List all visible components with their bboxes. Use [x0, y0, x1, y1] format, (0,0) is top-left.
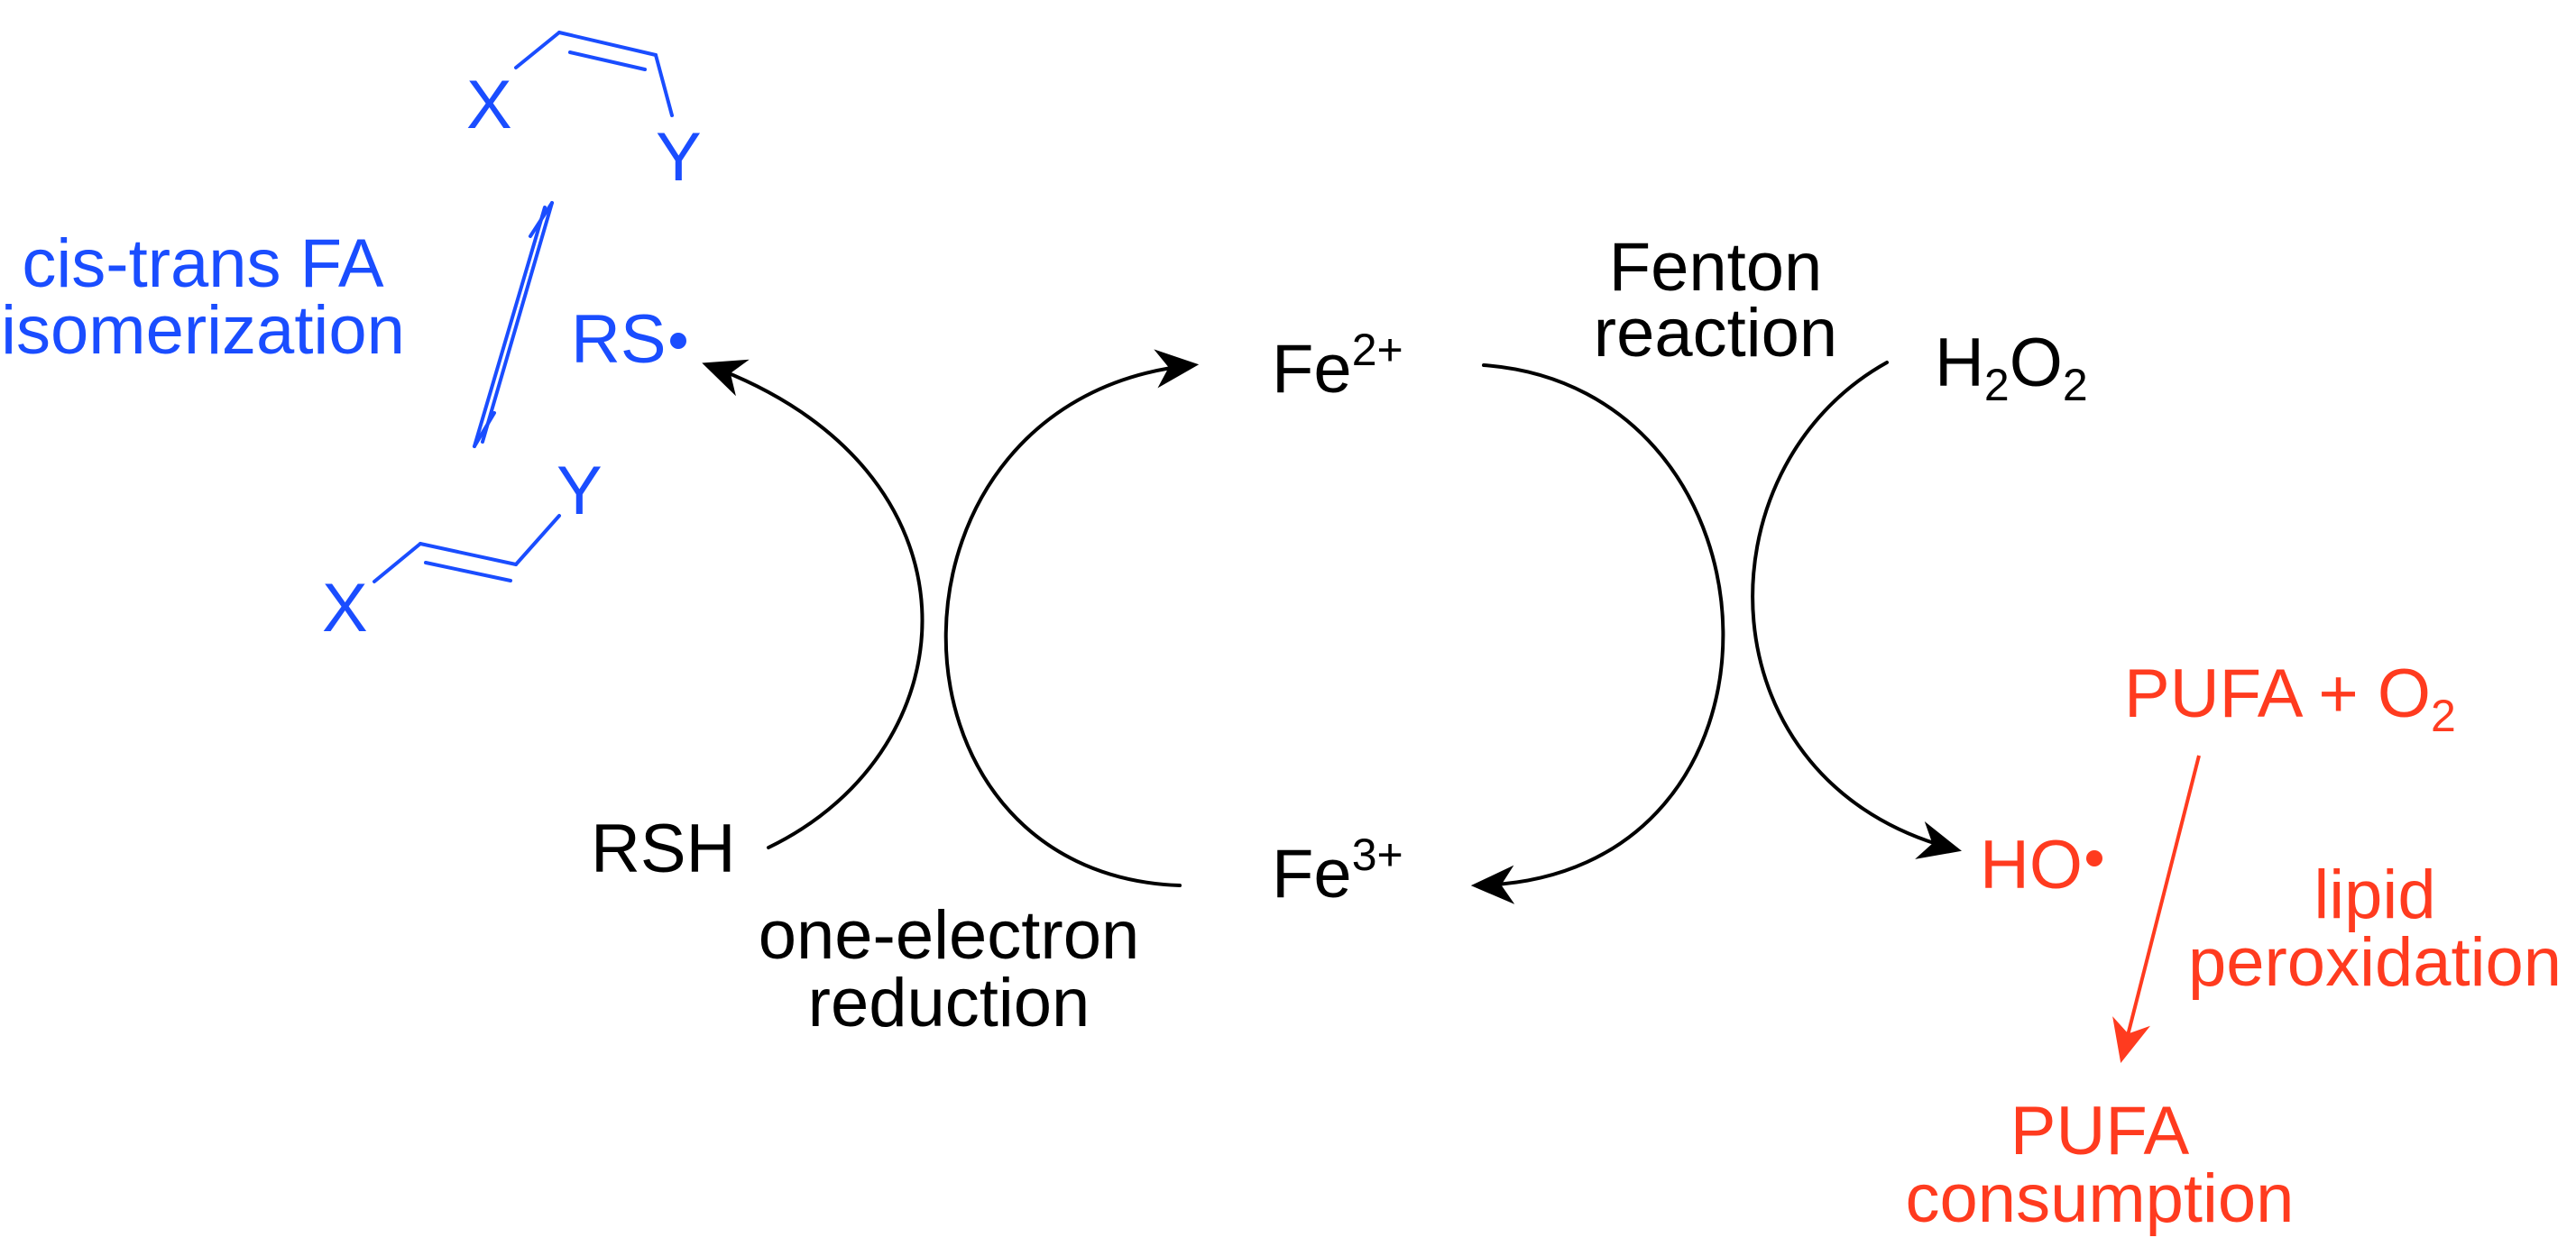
- fenton-label-line2: reaction: [1594, 295, 1837, 371]
- ho-radical-dot: [2086, 850, 2102, 866]
- rs-radical-label: RS: [571, 301, 667, 378]
- rsh-label: RSH: [591, 811, 735, 887]
- cis-trans-label-line2: isomerization: [1, 292, 405, 369]
- cis-x-label: X: [466, 67, 512, 143]
- arc-fe3-to-fe2: [943, 349, 1200, 887]
- peroxidation-arrow: [2112, 755, 2201, 1063]
- one-electron-label-line1: one-electron: [759, 897, 1140, 974]
- h2o2-label: H2O2: [1935, 325, 2088, 410]
- arc-h2o2-to-ho-radical: [1751, 361, 1962, 859]
- cis-alkene: [514, 31, 674, 117]
- pufa-consumption-line1: PUFA: [2010, 1093, 2190, 1169]
- trans-alkene: [373, 514, 561, 583]
- rs-radical-dot: [670, 333, 686, 349]
- cis-trans-label-line1: cis-trans FA: [22, 225, 383, 302]
- fe2-label: Fe2+: [1272, 325, 1403, 408]
- fe3-label: Fe3+: [1272, 830, 1403, 912]
- pufa-consumption-line2: consumption: [1906, 1160, 2295, 1237]
- trans-x-label: X: [322, 570, 368, 646]
- lipid-label-line1: lipid: [2314, 857, 2435, 933]
- one-electron-label-line2: reduction: [808, 965, 1090, 1041]
- redox-cycle-arcs: [702, 349, 1962, 904]
- arc-rsh-to-rs-radical: [702, 359, 925, 849]
- cis-y-label: Y: [656, 119, 702, 196]
- arc-fe2-to-fe3: [1470, 363, 1725, 904]
- equilibrium-arrows: [473, 201, 554, 448]
- trans-y-label: Y: [557, 453, 603, 529]
- fenton-label-line1: Fenton: [1609, 229, 1823, 306]
- pufa-o2-label: PUFA + O2: [2124, 656, 2456, 741]
- lipid-label-line2: peroxidation: [2188, 924, 2562, 1001]
- ho-radical-label: HO: [1980, 827, 2083, 903]
